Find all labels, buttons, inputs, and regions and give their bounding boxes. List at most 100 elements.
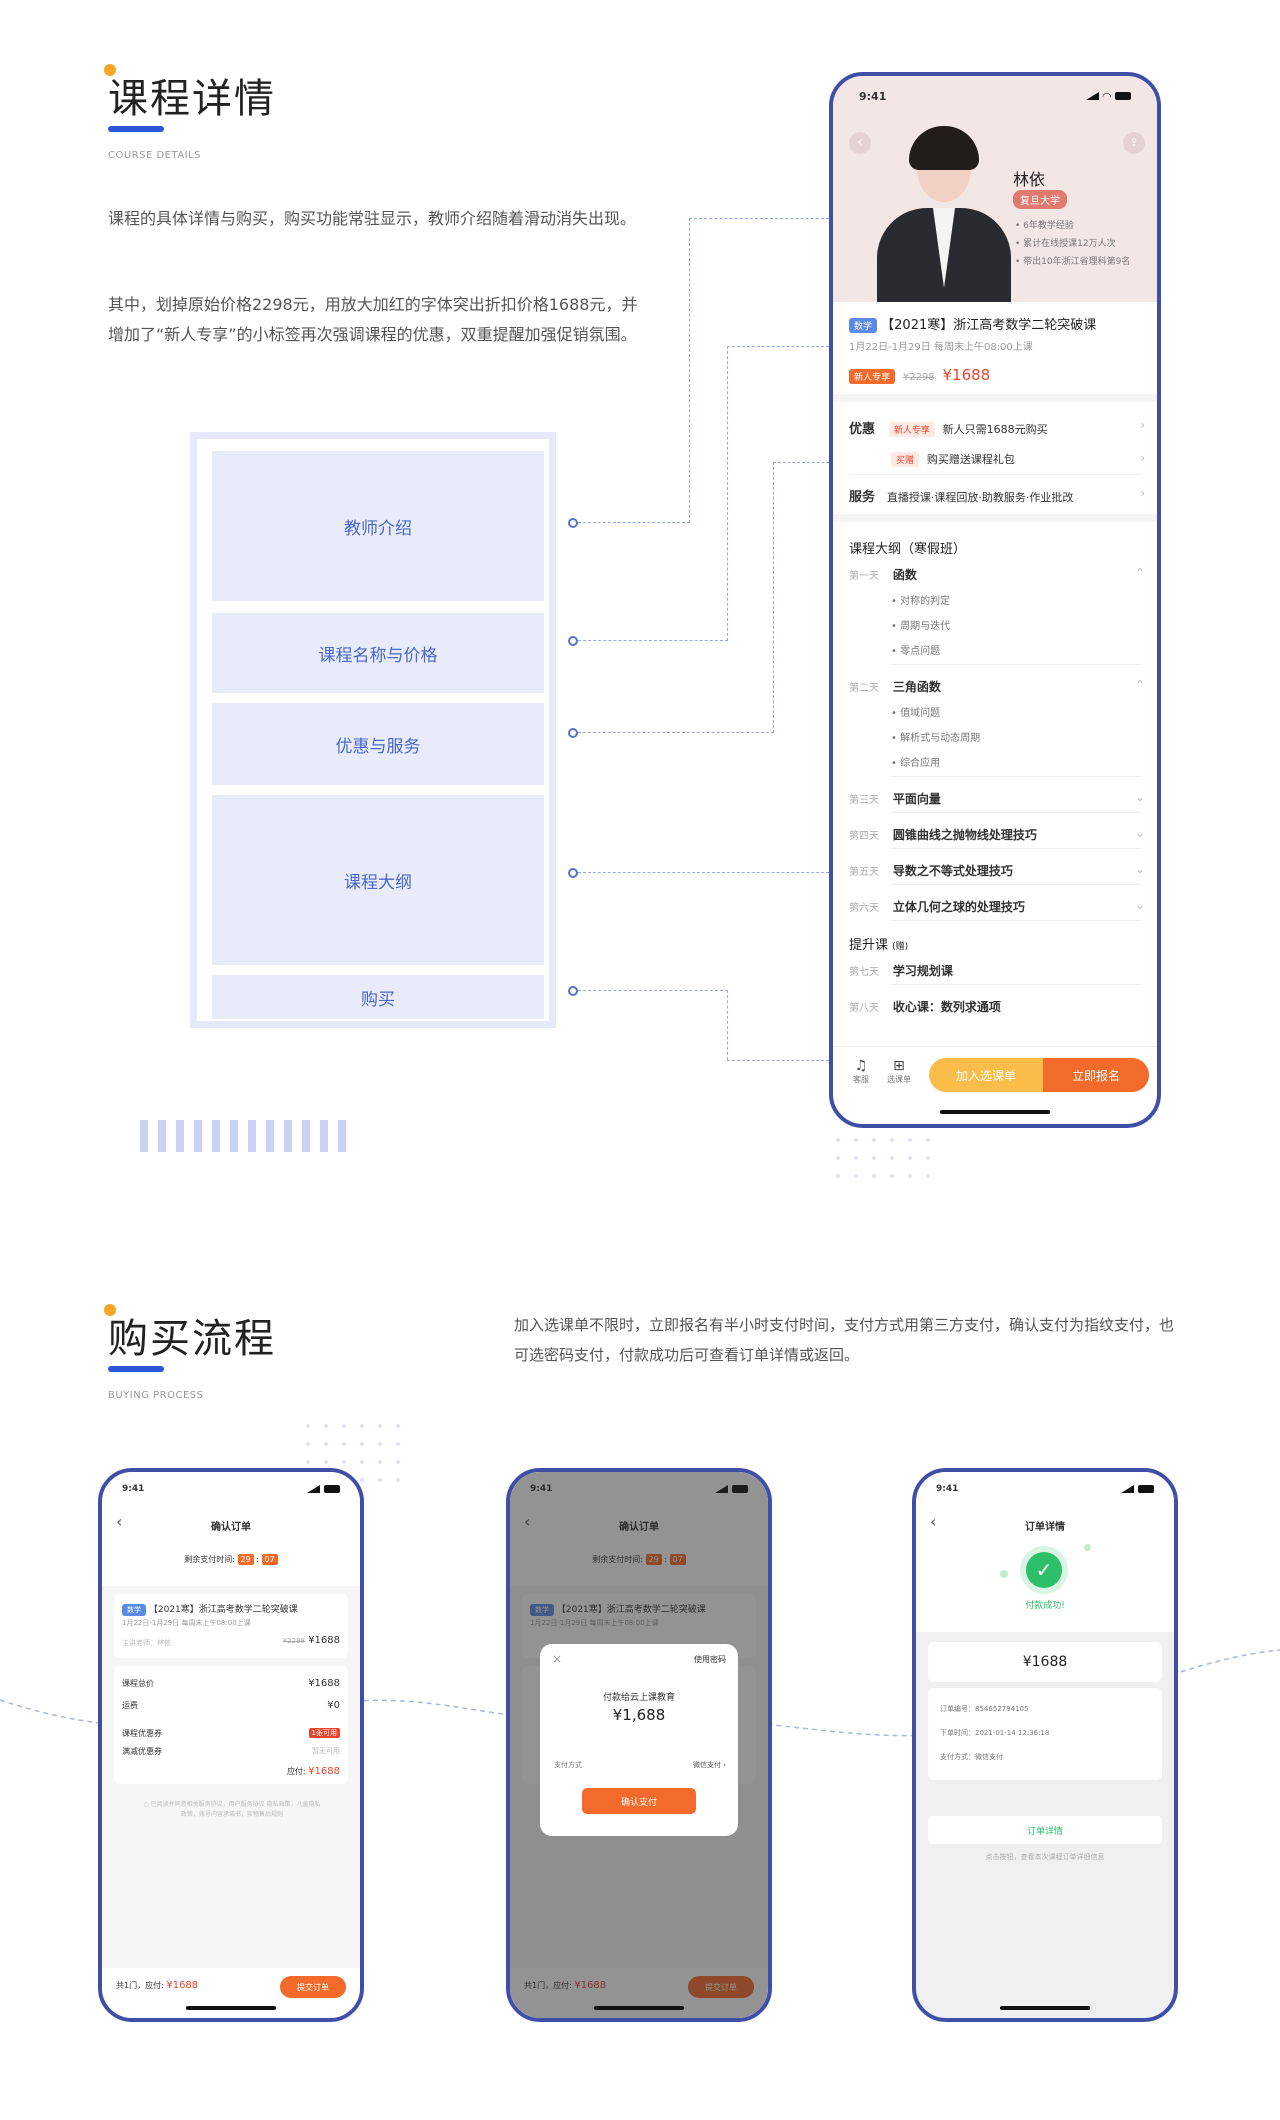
back-icon[interactable]: ‹ [849, 132, 871, 154]
home-indicator [940, 1110, 1050, 1114]
decor-dot [1000, 1570, 1008, 1578]
connector-line-5v [727, 990, 728, 1060]
add-to-cart-button[interactable]: 加入选课单 [929, 1058, 1043, 1092]
teacher-photo [869, 116, 1019, 302]
back-icon[interactable]: ‹ [930, 1512, 937, 1531]
outline-day-7[interactable]: 第七天 学习规划课 [849, 964, 953, 978]
share-icon[interactable]: ⇪ [1123, 132, 1145, 154]
page-title: 确认订单 [211, 1522, 251, 1533]
order-info-card [928, 1688, 1162, 1780]
divider [891, 920, 1141, 921]
status-bar: 9:41 ◠ [833, 76, 1157, 116]
section-title-course-details: 课程详情 [108, 76, 276, 122]
section-description: 加入选课单不限时，立即报名有半小时支付时间，支付方式用第三方支付，确认支付为指纹… [514, 1316, 1175, 1364]
price-row: 新人专享 ¥2298 ¥1688 [849, 366, 990, 384]
submit-order-button[interactable]: 提交订单 [280, 1976, 346, 1998]
outline-day-6[interactable]: 第六天 立体几何之球的处理技巧 ⌄ [849, 898, 1145, 914]
course-title: 数学 【2021寒】浙江高考数学二轮突破课 [122, 1602, 298, 1616]
connector-dot-3 [568, 728, 578, 738]
connector-line-1 [578, 522, 690, 523]
teacher-name: 林依 [1013, 170, 1046, 189]
payment-modal: × 使用密码 付款给云上课教育 ¥1,688 支付方式 微信支付 › 确认支付 [540, 1644, 738, 1836]
section-subtitle: BUYING PROCESS [108, 1390, 204, 1401]
outline-day-2[interactable]: 第二天 三角函数 ⌃ [849, 678, 1145, 694]
subject-tag: 数学 [849, 318, 878, 333]
hint-text: 点击按钮，查看本次课程订单详细信息 [985, 1853, 1105, 1861]
decor-dot [1084, 1544, 1091, 1551]
order-header [102, 1506, 360, 1586]
due-row: 应付: ¥1688 [286, 1766, 340, 1777]
confirm-order-phone: 9:41 ‹ 确认订单 剩余支付时间: 29 : 07 数学 【2021寒】浙江… [98, 1468, 364, 2022]
course-detail-phone: 9:41 ◠ ‹ ⇪ 林依 复旦大学 • 6年教学经验 • 累计在线授课12万人… [829, 72, 1161, 1128]
countdown: 剩余支付时间: 29 : 07 [102, 1554, 360, 1565]
cart-icon: ⊞ [893, 1058, 905, 1074]
outline-day-3[interactable]: 第三天 平面向量 ⌄ [849, 790, 1145, 806]
footer-summary: 共1门，应付: ¥1688 [116, 1980, 199, 1991]
home-indicator [594, 2006, 684, 2010]
outline-item: • 对称的判定 [891, 596, 951, 607]
back-icon[interactable]: ‹ [116, 1512, 123, 1531]
outline-day-5[interactable]: 第五天 导数之不等式处理技巧 ⌄ [849, 862, 1145, 878]
outline-day-1[interactable]: 第一天 函数 ⌃ [849, 566, 1145, 582]
discount-row-1[interactable]: 优惠 新人专享 新人只需1688元购买 › [849, 418, 1145, 437]
confirm-pay-button[interactable]: 确认支付 [582, 1788, 696, 1814]
status-time: 9:41 [859, 89, 887, 103]
cart-button[interactable]: ⊞ 选课单 [881, 1058, 917, 1085]
reduce-coupon-row[interactable]: 满减优惠券暂无可用 [122, 1747, 340, 1756]
outline-item: • 值域问题 [891, 708, 941, 719]
outline-title: 课程大纲（寒假班） [849, 542, 967, 557]
upgrade-course-title: 提升课 (赠) [849, 938, 909, 953]
wire-teacher-intro: 教师介绍 [212, 451, 544, 601]
divider [891, 776, 1141, 777]
divider [833, 394, 1157, 402]
connector-line-2v [727, 346, 728, 641]
original-price: ¥2298 [902, 372, 935, 383]
battery-icon [324, 1485, 340, 1493]
discount-row-2[interactable]: 买赠 购买赠送课程礼包 › [891, 451, 1145, 467]
payment-phone: 9:41 ‹ 确认订单 剩余支付时间: 29 : 07 数学 【2021寒】浙江… [506, 1468, 772, 2022]
chevron-down-icon: ⌄ [1134, 862, 1145, 876]
order-number: 订单编号：854652794105 [940, 1705, 1029, 1713]
status-bar: 9:41 [102, 1472, 360, 1506]
course-card [114, 1594, 348, 1658]
divider [891, 884, 1141, 885]
service-row[interactable]: 服务 直播授课·课程回放·助教服务·作业批改 › [849, 486, 1145, 505]
use-password-link[interactable]: 使用密码 [694, 1655, 726, 1664]
divider [891, 812, 1141, 813]
discount-price: ¥1688 [942, 366, 991, 384]
agreement-text[interactable]: ○ 已阅读并同意相关服务协议，用户服务协议 隐私政策，儿童隐私政策，账号内容承诺… [143, 1801, 321, 1818]
teacher-point-2: • 累计在线授课12万人次 [1015, 239, 1116, 249]
connector-line-2 [578, 640, 728, 641]
new-user-tag: 新人专享 [849, 369, 896, 384]
connector-line-3v [773, 462, 774, 733]
close-icon[interactable]: × [552, 1652, 563, 1666]
success-text: 付款成功! [1025, 1601, 1065, 1611]
divider [833, 514, 1157, 522]
teacher-point-1: • 6年教学经验 [1015, 221, 1074, 231]
wire-buy: 购买 [212, 975, 544, 1019]
connector-line-3h [773, 462, 839, 463]
divider [891, 848, 1141, 849]
page-title: 订单详情 [1025, 1522, 1065, 1533]
course-title: 数学 【2021寒】浙江高考数学二轮突破课 [849, 314, 1096, 333]
chevron-right-icon: › [1140, 451, 1145, 465]
wire-course-outline: 课程大纲 [212, 795, 544, 965]
home-indicator [1000, 2006, 1090, 2010]
status-bar: 9:41 [916, 1472, 1174, 1506]
battery-icon [1138, 1485, 1154, 1493]
order-pay-method: 支付方式：微信支付 [940, 1753, 1003, 1761]
customer-service-button[interactable]: ♫ 客服 [845, 1058, 877, 1085]
connector-line-1h [689, 218, 839, 219]
signal-icon [307, 1485, 320, 1493]
outline-item: • 周期与迭代 [891, 621, 951, 632]
pay-method-value[interactable]: 微信支付 › [692, 1761, 726, 1769]
outline-item: • 综合应用 [891, 758, 941, 769]
connector-line-3 [578, 732, 774, 733]
order-time: 下单时间：2021-01-14 12:36:18 [940, 1729, 1050, 1737]
enroll-now-button[interactable]: 立即报名 [1043, 1058, 1149, 1092]
order-detail-button[interactable]: 订单详情 [928, 1816, 1162, 1844]
outline-item: • 零点问题 [891, 646, 941, 657]
outline-day-8[interactable]: 第八天 收心课：数列求通项 [849, 1000, 1001, 1014]
outline-day-4[interactable]: 第四天 圆锥曲线之抛物线处理技巧 ⌄ [849, 826, 1145, 842]
